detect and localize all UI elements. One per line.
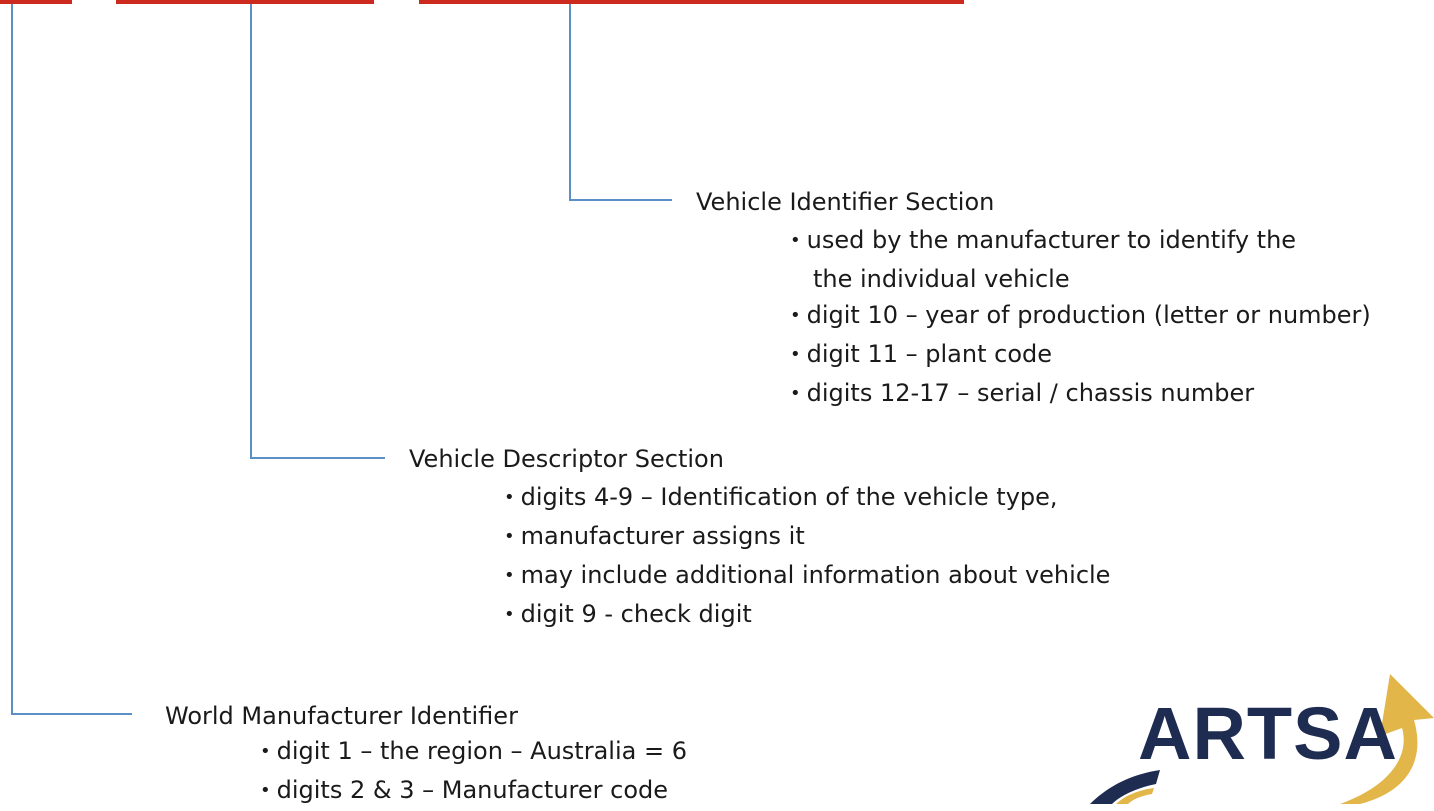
- list-item-continuation: the individual vehicle: [813, 265, 1070, 293]
- vis-bullet-list: •used by the manufacturer to identify th…: [790, 222, 1371, 414]
- vis-title: Vehicle Identifier Section: [696, 188, 995, 216]
- list-item: •manufacturer assigns it: [504, 522, 805, 550]
- list-item: •digit 11 – plant code: [790, 340, 1053, 368]
- bullet-icon: •: [790, 344, 801, 365]
- artsa-logo: [1090, 674, 1434, 804]
- bullet-icon: •: [260, 741, 271, 762]
- list-item: •digit 10 – year of production (letter o…: [790, 301, 1371, 329]
- wmi-connector-horizontal: [11, 713, 132, 715]
- list-item: •used by the manufacturer to identify th…: [790, 226, 1297, 254]
- vds-bracket-bar: [116, 0, 374, 4]
- vds-connector-horizontal: [250, 457, 385, 459]
- bullet-icon: •: [504, 526, 515, 547]
- vds-title: Vehicle Descriptor Section: [409, 445, 724, 473]
- list-item: •digit 1 – the region – Australia = 6: [260, 737, 687, 765]
- wmi-bracket-bar: [0, 0, 72, 4]
- vds-bullet-list: •digits 4-9 – Identification of the vehi…: [504, 479, 1110, 635]
- vis-connector-horizontal: [569, 199, 672, 201]
- curved-arrow-road-logo-icon: [1340, 674, 1434, 804]
- bullet-icon: •: [504, 604, 515, 625]
- road-sweep-gold-icon: [1116, 788, 1154, 804]
- bullet-icon: •: [504, 487, 515, 508]
- bullet-icon: •: [790, 305, 801, 326]
- vds-connector-vertical: [250, 4, 252, 459]
- bullet-icon: •: [790, 230, 801, 251]
- wmi-connector-vertical: [11, 4, 13, 715]
- bullet-icon: •: [504, 565, 515, 586]
- wmi-bullet-list: •digit 1 – the region – Australia = 6 •d…: [260, 733, 687, 811]
- list-item: •digits 2 & 3 – Manufacturer code: [260, 776, 669, 804]
- bullet-icon: •: [790, 383, 801, 404]
- vis-connector-vertical: [569, 4, 571, 201]
- wmi-title: World Manufacturer Identifier: [165, 702, 518, 730]
- bullet-icon: •: [260, 780, 271, 801]
- road-sweep-icon: [1090, 770, 1160, 804]
- list-item: •digits 12-17 – serial / chassis number: [790, 379, 1255, 407]
- logo-wordmark: ARTSA: [1138, 692, 1398, 775]
- list-item: •may include additional information abou…: [504, 561, 1111, 589]
- list-item: •digits 4-9 – Identification of the vehi…: [504, 483, 1058, 511]
- vis-bracket-bar: [419, 0, 964, 4]
- list-item: •digit 9 - check digit: [504, 600, 752, 628]
